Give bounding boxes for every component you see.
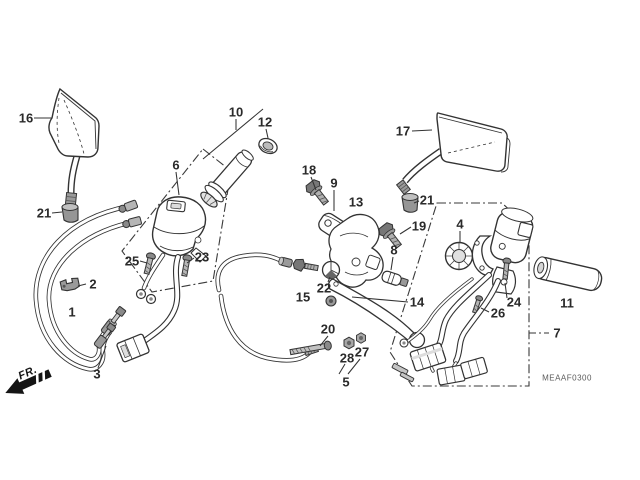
part-label-22: 22 [316, 280, 332, 296]
screw-24 [502, 257, 512, 280]
part-label-15: 15 [295, 289, 311, 305]
part-label-26: 26 [490, 305, 506, 321]
fr-direction-arrow: FR. [5, 364, 52, 394]
wire-connector-c [460, 356, 488, 380]
right-switch-detail-box [389, 202, 530, 387]
part-label-21-left: 21 [36, 205, 52, 221]
part-label-2: 2 [89, 276, 97, 292]
part-label-25: 25 [124, 253, 140, 269]
right-switch-wiring [391, 272, 501, 386]
leader-lines [34, 108, 549, 375]
part-label-6: 6 [172, 157, 180, 173]
part-label-17: 17 [395, 123, 411, 139]
bolt-18 [305, 179, 330, 206]
screw-25 [143, 252, 156, 275]
left-mirror-boot [61, 203, 79, 223]
part-label-9: 9 [330, 175, 338, 191]
part-label-28: 28 [339, 350, 355, 366]
lever-bracket-assembly [318, 212, 384, 288]
part-label-27: 27 [354, 344, 370, 360]
choke-cable [215, 252, 320, 363]
washer-22 [321, 260, 341, 307]
part-label-3: 3 [93, 366, 101, 382]
part-label-8: 8 [390, 242, 398, 258]
pivot-screw-20 [289, 340, 332, 356]
throttle-cap [258, 137, 278, 155]
cable-clamp [59, 277, 81, 292]
part-label-11: 11 [560, 295, 574, 311]
throttle-pipe [200, 149, 254, 208]
nut-27 [356, 332, 366, 344]
part-label-1: 1 [68, 304, 76, 320]
left-mirror [48, 87, 100, 208]
switch-part-8 [381, 270, 409, 287]
right-mirror [395, 112, 511, 196]
nut-28 [343, 336, 355, 350]
part-label-18: 18 [301, 162, 317, 178]
part-label-4: 4 [456, 216, 464, 232]
part-label-16: 16 [18, 110, 34, 126]
bolt-19 [378, 222, 403, 249]
right-grip [533, 256, 603, 292]
part-label-21-right: 21 [419, 192, 435, 208]
wire-connector-left [116, 333, 150, 363]
right-switch-housing [471, 207, 534, 295]
part-label-5: 5 [342, 374, 350, 390]
right-mirror-boot [401, 193, 419, 213]
left-switch-housing [151, 196, 207, 263]
diagram-code: MEAAF0300 [542, 373, 592, 383]
part-label-12: 12 [257, 114, 273, 130]
part-label-20: 20 [320, 321, 336, 337]
part-label-7: 7 [553, 325, 561, 341]
screw-23 [181, 254, 193, 277]
cable-bolt [292, 258, 319, 272]
part-label-24: 24 [506, 294, 522, 310]
throttle-cables [33, 199, 142, 372]
part-label-23: 23 [194, 249, 210, 265]
part-label-10: 10 [228, 104, 244, 120]
screw-26 [471, 295, 484, 314]
part-label-19: 19 [411, 218, 427, 234]
wire-connector-a [409, 342, 447, 372]
left-switch-wiring [116, 252, 181, 363]
part-label-14: 14 [409, 294, 425, 310]
switch-clamp-ring [444, 241, 474, 271]
part-label-13: 13 [348, 194, 364, 210]
